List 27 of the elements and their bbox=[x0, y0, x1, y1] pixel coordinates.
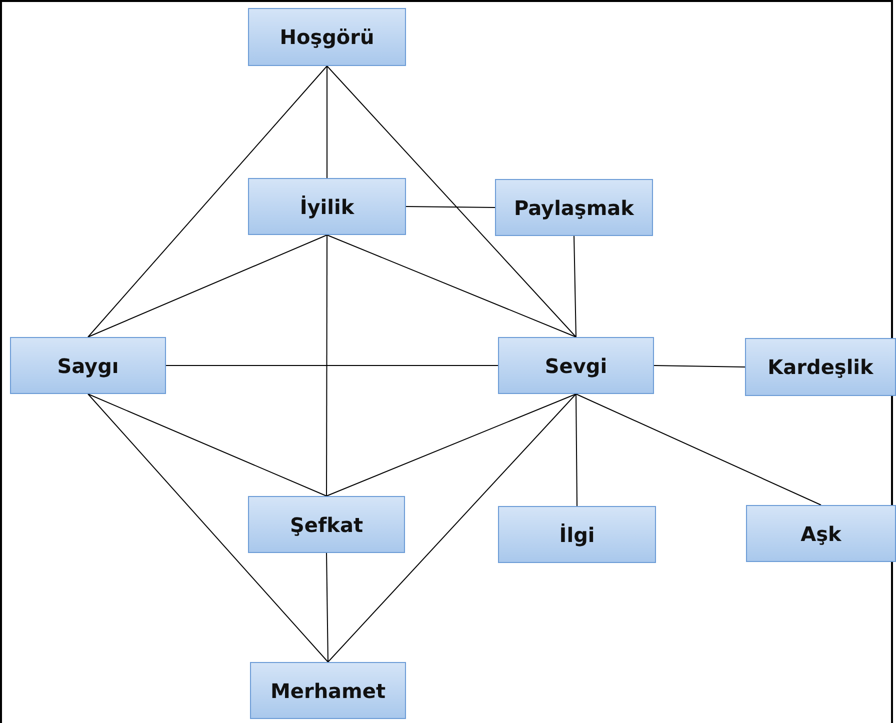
connector-line bbox=[328, 394, 576, 662]
connector-line bbox=[326, 394, 576, 496]
connector-line bbox=[88, 394, 327, 496]
concept-box: Aşk bbox=[746, 505, 896, 562]
connector-line bbox=[88, 394, 328, 662]
concept-box: İyilik bbox=[248, 178, 406, 235]
connector-line bbox=[576, 394, 578, 506]
connector-line bbox=[88, 234, 328, 338]
connector-line bbox=[654, 365, 746, 368]
concept-box: Merhamet bbox=[250, 662, 406, 719]
connector-line bbox=[326, 234, 328, 496]
concept-box: Hoşgörü bbox=[248, 8, 406, 66]
connector-line bbox=[88, 66, 328, 338]
concept-box: Paylaşmak bbox=[495, 179, 653, 236]
connector-line bbox=[326, 66, 328, 178]
connector-line bbox=[576, 394, 822, 506]
concept-box: Şefkat bbox=[248, 496, 405, 553]
connector-line bbox=[574, 236, 576, 338]
connector-line bbox=[326, 234, 576, 338]
concept-box: Saygı bbox=[10, 337, 166, 394]
connector-line bbox=[326, 66, 576, 338]
connector-line bbox=[406, 206, 496, 208]
concept-box: İlgi bbox=[498, 506, 656, 563]
connector-line bbox=[326, 552, 328, 662]
connector-line bbox=[166, 365, 498, 366]
concept-box: Sevgi bbox=[498, 337, 654, 394]
concept-box: Kardeşlik bbox=[745, 338, 896, 396]
